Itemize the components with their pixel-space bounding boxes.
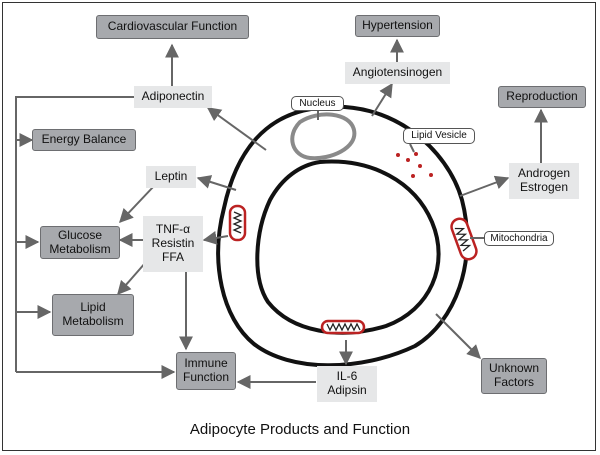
arrow-cell-adiponectin <box>206 107 267 151</box>
unknown-factors-box: Unknown Factors <box>481 358 547 394</box>
arrow-leptin-glucose <box>119 185 155 224</box>
cardiovascular-function-box: Cardiovascular Function <box>96 15 249 39</box>
arrow-cell-tnf <box>202 231 229 245</box>
lipid-vesicle-dots <box>396 152 433 178</box>
mitochondrion-left <box>228 204 247 242</box>
feedback-rail <box>15 96 134 372</box>
arrow-cell-unknown <box>435 313 481 359</box>
angiotensinogen-box: Angiotensinogen <box>345 62 450 84</box>
mitochondrion-right <box>450 217 478 261</box>
figure-caption: Adipocyte Products and Function <box>189 421 411 438</box>
arrow-cell-angiotensinogen <box>371 82 393 117</box>
il6-adipsin-box: IL-6 Adipsin <box>317 366 377 402</box>
cell-inner-membrane <box>255 159 441 335</box>
lipid-metabolism-box: Lipid Metabolism <box>52 294 134 336</box>
lipid-vesicle-label: Lipid Vesicle <box>403 128 475 144</box>
arrow-cell-androgen <box>459 175 510 197</box>
energy-balance-box: Energy Balance <box>32 129 136 151</box>
mitochondrion-bottom <box>320 319 366 335</box>
tnf-resistin-ffa-box: TNF-α Resistin FFA <box>143 216 203 272</box>
nucleus-shape <box>290 112 357 161</box>
mitochondria-label: Mitochondria <box>484 231 554 246</box>
adiponectin-box: Adiponectin <box>134 86 212 108</box>
hypertension-box: Hypertension <box>355 15 440 37</box>
androgen-estrogen-box: Androgen Estrogen <box>509 163 579 199</box>
leptin-box: Leptin <box>146 166 196 188</box>
glucose-metabolism-box: Glucose Metabolism <box>40 226 120 259</box>
arrow-cell-leptin <box>196 175 237 191</box>
reproduction-box: Reproduction <box>498 86 586 108</box>
line-vesicle-tag <box>409 143 415 153</box>
immune-function-box: Immune Function <box>176 352 236 390</box>
arrow-tnf-lipid <box>117 261 147 296</box>
nucleus-label: Nucleus <box>291 96 344 111</box>
